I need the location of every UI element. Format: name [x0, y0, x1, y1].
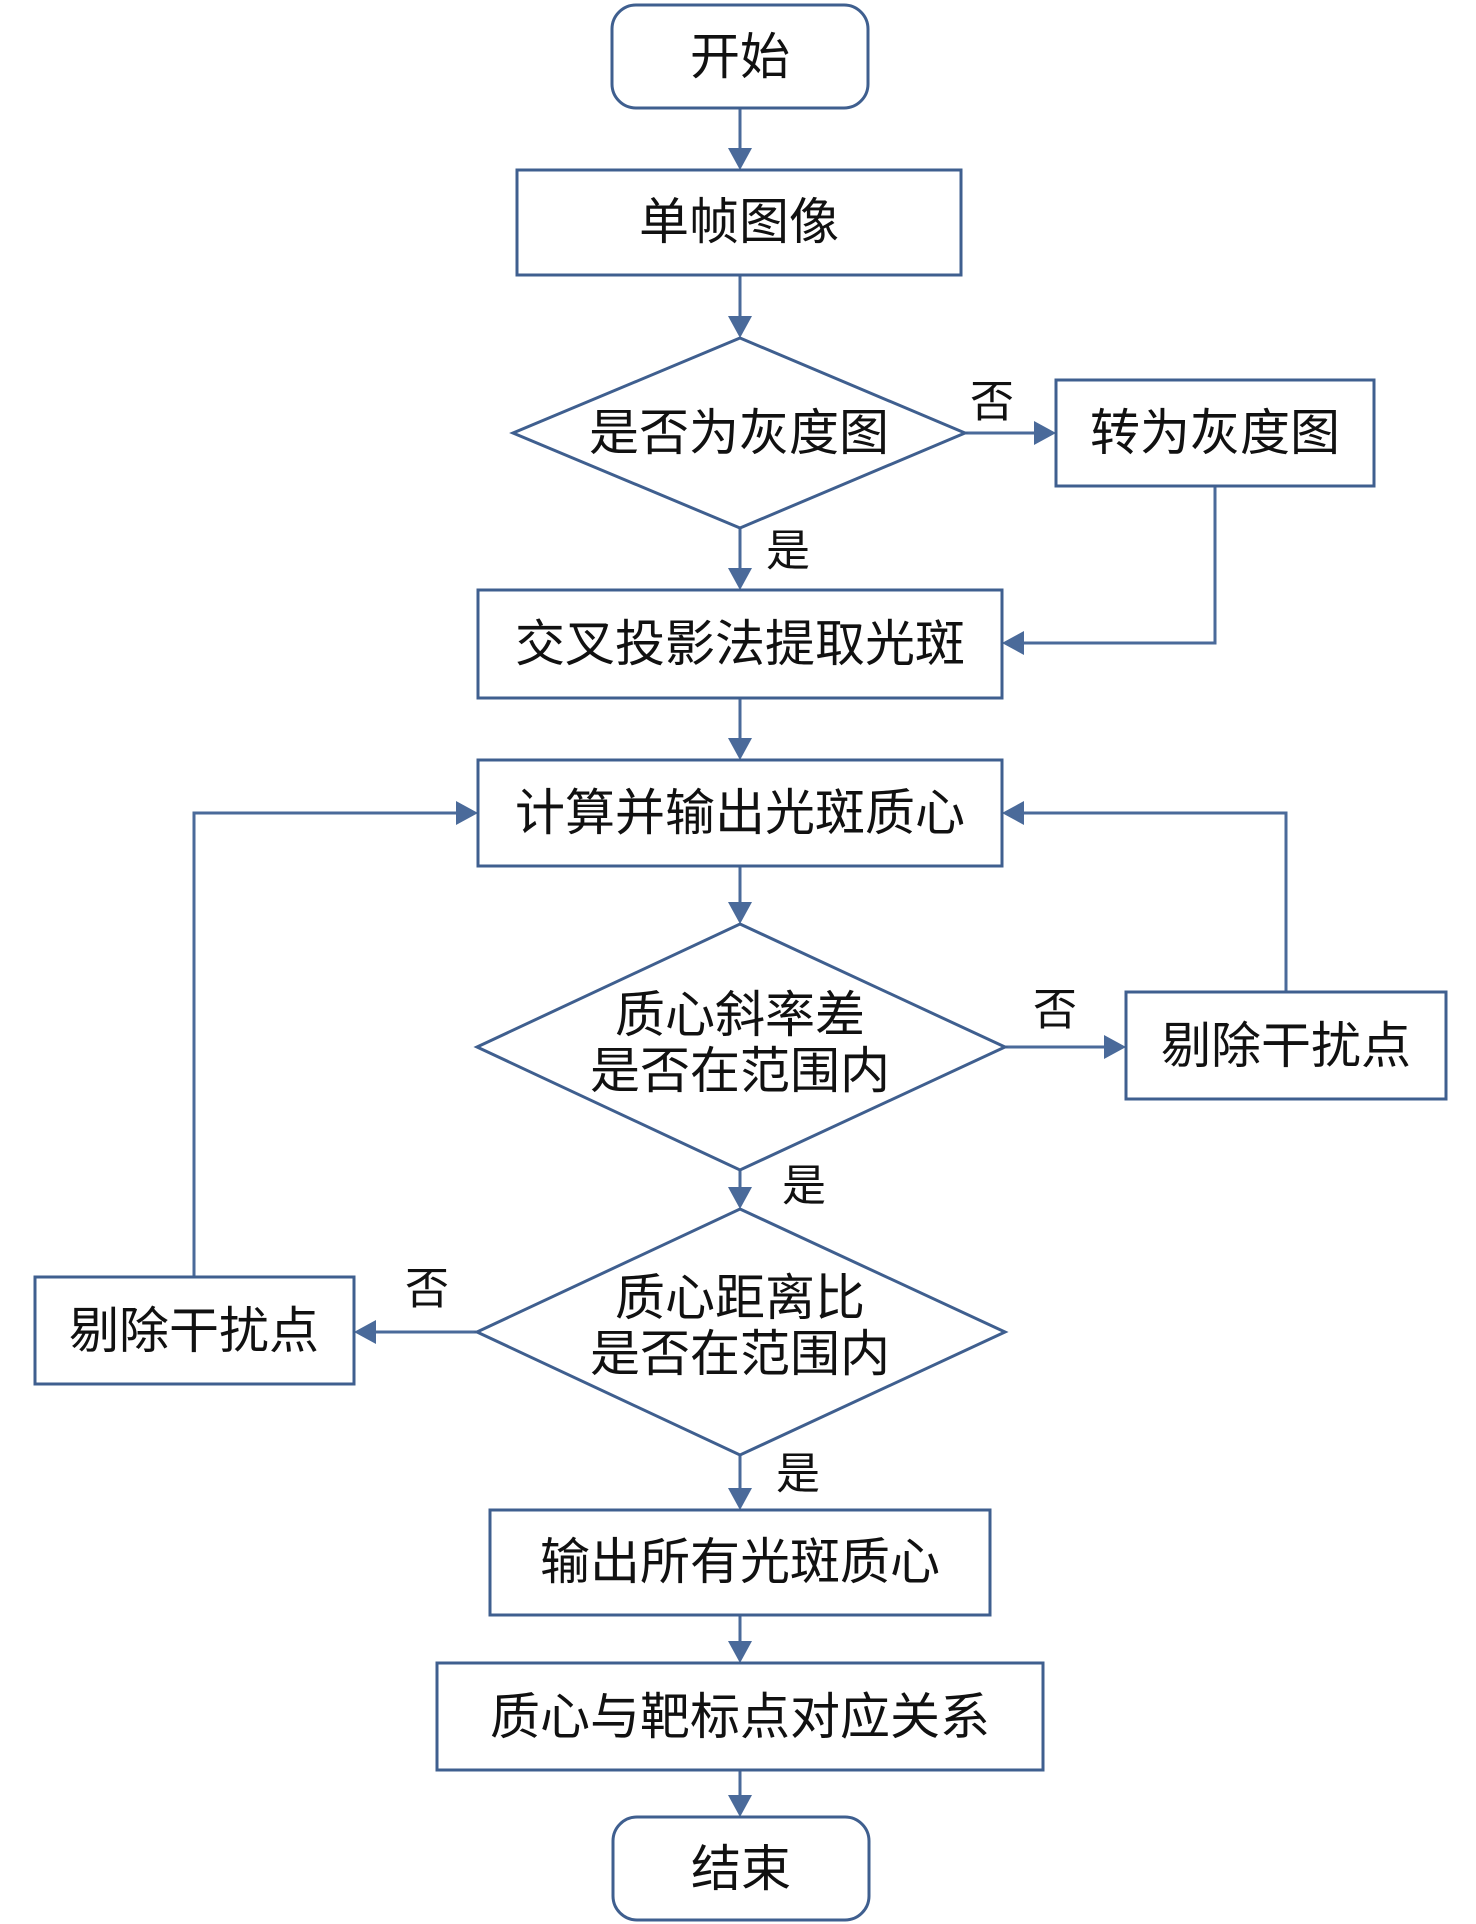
slope-check-decision: 质心斜率差 是否在范围内: [473, 922, 1009, 1172]
distance-check-label-line2: 是否在范围内: [590, 1325, 890, 1383]
output-all-node: 输出所有光斑质心: [488, 1508, 992, 1617]
arrowhead: [728, 1641, 752, 1663]
distance-yes-label: 是: [776, 1449, 820, 1500]
slope-no-label: 否: [1033, 985, 1077, 1036]
arrowhead: [728, 568, 752, 590]
arrowhead: [728, 1795, 752, 1817]
slope-check-label-line1: 质心斜率差: [615, 986, 865, 1044]
gray-no-label: 否: [970, 377, 1014, 428]
arrowhead: [456, 801, 478, 825]
end-label: 结束: [691, 1840, 791, 1898]
single-frame-node: 单帧图像: [515, 168, 963, 277]
is-gray-decision: 是否为灰度图: [509, 336, 969, 530]
arrowhead: [728, 902, 752, 924]
edge-labels: 否 是 否 是 否 是: [405, 377, 1077, 1500]
edge-remove-right-loop: [1022, 811, 1288, 992]
remove-left-node: 剔除干扰点: [33, 1275, 356, 1386]
compute-centroid-label: 计算并输出光斑质心: [515, 784, 965, 842]
arrowhead: [728, 1488, 752, 1510]
to-gray-label: 转为灰度图: [1090, 404, 1340, 462]
distance-check-label-line1: 质心距离比: [615, 1269, 865, 1327]
arrowhead: [354, 1320, 376, 1344]
compute-centroid-node: 计算并输出光斑质心: [476, 758, 1004, 868]
arrowhead: [1104, 1035, 1126, 1059]
correspondence-label: 质心与靶标点对应关系: [490, 1688, 990, 1746]
remove-left-label: 剔除干扰点: [69, 1302, 319, 1360]
edge-to-gray-return: [1022, 486, 1217, 645]
single-frame-label: 单帧图像: [639, 193, 839, 251]
arrowhead: [728, 148, 752, 170]
arrowhead: [1034, 421, 1056, 445]
distance-no-label: 否: [405, 1264, 449, 1315]
output-all-label: 输出所有光斑质心: [540, 1533, 940, 1591]
arrowhead: [1002, 801, 1024, 825]
cross-projection-label: 交叉投影法提取光斑: [515, 615, 965, 673]
arrowhead: [728, 1187, 752, 1209]
remove-right-label: 剔除干扰点: [1161, 1017, 1411, 1075]
end-node: 结束: [611, 1815, 871, 1922]
correspondence-node: 质心与靶标点对应关系: [435, 1661, 1045, 1772]
edge-remove-left-loop: [192, 811, 458, 1277]
is-gray-label: 是否为灰度图: [589, 404, 889, 462]
distance-check-decision: 质心距离比 是否在范围内: [473, 1207, 1009, 1457]
remove-right-node: 剔除干扰点: [1124, 990, 1448, 1101]
to-gray-node: 转为灰度图: [1054, 378, 1376, 488]
cross-projection-node: 交叉投影法提取光斑: [476, 588, 1004, 700]
slope-yes-label: 是: [782, 1161, 826, 1212]
start-node: 开始: [610, 3, 870, 110]
slope-check-label-line2: 是否在范围内: [590, 1042, 890, 1100]
arrowhead: [728, 316, 752, 338]
arrowhead: [728, 738, 752, 760]
arrowhead: [1002, 631, 1024, 655]
gray-yes-label: 是: [766, 526, 810, 577]
start-label: 开始: [690, 28, 790, 86]
edges: [192, 108, 1288, 1817]
